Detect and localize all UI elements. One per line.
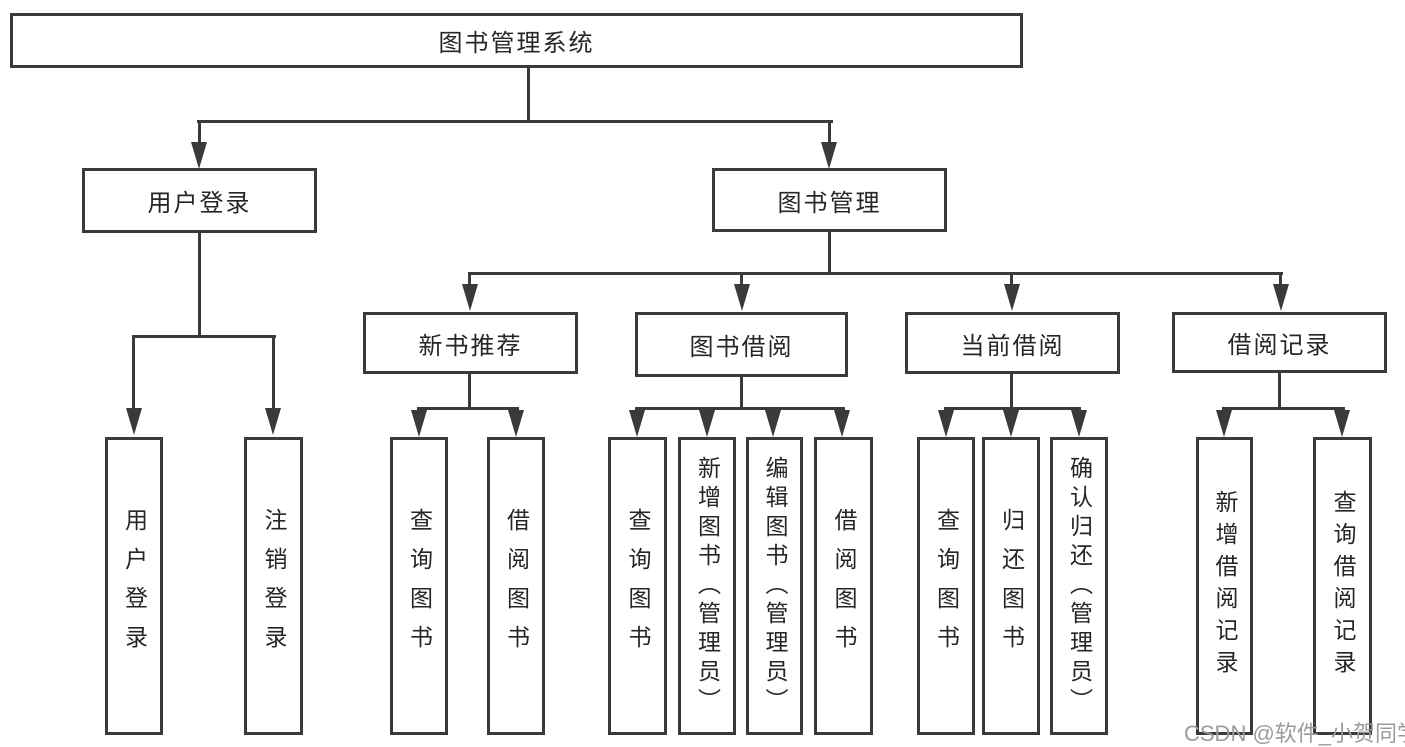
arrow-down-icon xyxy=(765,410,781,437)
node-book-borrowing: 图书借阅 xyxy=(635,312,848,377)
arrow-down-icon xyxy=(1216,410,1232,437)
connector-line xyxy=(468,374,471,409)
arrow-down-icon xyxy=(191,142,207,169)
node-leaf-query-books-borrow: 查询图书 xyxy=(608,437,667,735)
connector-line xyxy=(1278,373,1281,409)
connector-line xyxy=(272,335,275,411)
arrow-down-icon xyxy=(821,142,837,169)
arrow-down-icon xyxy=(734,284,750,311)
arrow-down-icon xyxy=(699,410,715,437)
arrow-down-icon xyxy=(126,408,142,435)
connector-line xyxy=(527,68,530,122)
node-label: 借阅图书 xyxy=(831,508,857,664)
connector-line xyxy=(132,335,135,411)
connector-line xyxy=(468,272,1283,275)
connector-line xyxy=(133,335,276,338)
node-book-management: 图书管理 xyxy=(712,168,947,232)
node-label: 新书推荐 xyxy=(418,332,523,360)
node-leaf-return-books: 归还图书 xyxy=(982,437,1040,735)
node-new-book-recommendation: 新书推荐 xyxy=(363,312,578,374)
node-label: 用户登录 xyxy=(121,508,148,664)
connector-line xyxy=(740,377,743,409)
arrow-down-icon xyxy=(629,410,645,437)
arrow-down-icon xyxy=(1071,410,1087,437)
arrow-down-icon xyxy=(1334,410,1350,437)
node-leaf-confirm-return-admin: 确认归还（管理员） xyxy=(1050,437,1108,735)
connector-line xyxy=(468,272,471,286)
node-leaf-query-borrow-record: 查询借阅记录 xyxy=(1313,437,1372,735)
connector-line xyxy=(635,407,845,410)
arrow-down-icon xyxy=(265,408,281,435)
node-leaf-add-borrow-record: 新增借阅记录 xyxy=(1196,437,1253,735)
connector-line xyxy=(1010,374,1013,409)
node-label: 新增图书（管理员） xyxy=(694,455,721,717)
arrow-down-icon xyxy=(1004,284,1020,311)
connector-line xyxy=(1279,272,1282,286)
node-borrowing-records: 借阅记录 xyxy=(1172,312,1387,373)
connector-line xyxy=(944,407,1081,410)
node-label: 注销登录 xyxy=(261,508,287,664)
node-leaf-query-books-recommend: 查询图书 xyxy=(390,437,448,735)
node-leaf-logout: 注销登录 xyxy=(244,437,303,735)
connector-line xyxy=(828,120,831,146)
arrow-down-icon xyxy=(938,410,954,437)
connector-line xyxy=(198,233,201,337)
node-label: 新增借阅记录 xyxy=(1212,490,1238,682)
arrow-down-icon xyxy=(462,284,478,311)
arrow-down-icon xyxy=(1003,410,1019,437)
node-label: 确认归还（管理员） xyxy=(1066,455,1093,717)
node-user-login: 用户登录 xyxy=(82,168,317,233)
node-leaf-add-book-admin: 新增图书（管理员） xyxy=(678,437,736,735)
node-label: 借阅图书 xyxy=(503,508,530,664)
node-label: 图书借阅 xyxy=(689,334,794,361)
connector-line xyxy=(1010,272,1013,286)
arrow-down-icon xyxy=(508,410,524,437)
node-label: 查询图书 xyxy=(625,508,651,664)
node-label: 图书管理系统 xyxy=(438,30,595,57)
node-leaf-borrow-books-recommend: 借阅图书 xyxy=(487,437,545,735)
node-leaf-user-login: 用户登录 xyxy=(105,437,163,735)
node-label: 当前借阅 xyxy=(960,332,1065,360)
node-current-borrowing: 当前借阅 xyxy=(905,312,1120,374)
csdn-watermark: CSDN @软件_小贺同学 xyxy=(1184,721,1405,746)
connector-line xyxy=(828,232,831,275)
node-label: 查询图书 xyxy=(406,508,433,664)
node-leaf-borrow-books: 借阅图书 xyxy=(814,437,873,735)
connector-line xyxy=(197,120,833,123)
connector-line xyxy=(417,407,519,410)
node-label: 查询借阅记录 xyxy=(1330,490,1356,682)
connector-line xyxy=(198,120,201,146)
node-label: 图书管理 xyxy=(777,189,882,217)
node-library-management-system: 图书管理系统 xyxy=(10,13,1023,68)
node-label: 用户登录 xyxy=(147,190,252,217)
node-label: 查询图书 xyxy=(933,508,960,664)
node-leaf-edit-book-admin: 编辑图书（管理员） xyxy=(746,437,803,735)
arrow-down-icon xyxy=(1273,284,1289,311)
node-label: 借阅记录 xyxy=(1227,332,1332,359)
arrow-down-icon xyxy=(411,410,427,437)
connector-line xyxy=(740,272,743,286)
arrow-down-icon xyxy=(834,410,850,437)
node-leaf-query-books-current: 查询图书 xyxy=(917,437,975,735)
connector-line xyxy=(1222,407,1345,410)
node-label: 归还图书 xyxy=(998,508,1025,664)
node-label: 编辑图书（管理员） xyxy=(762,455,788,717)
